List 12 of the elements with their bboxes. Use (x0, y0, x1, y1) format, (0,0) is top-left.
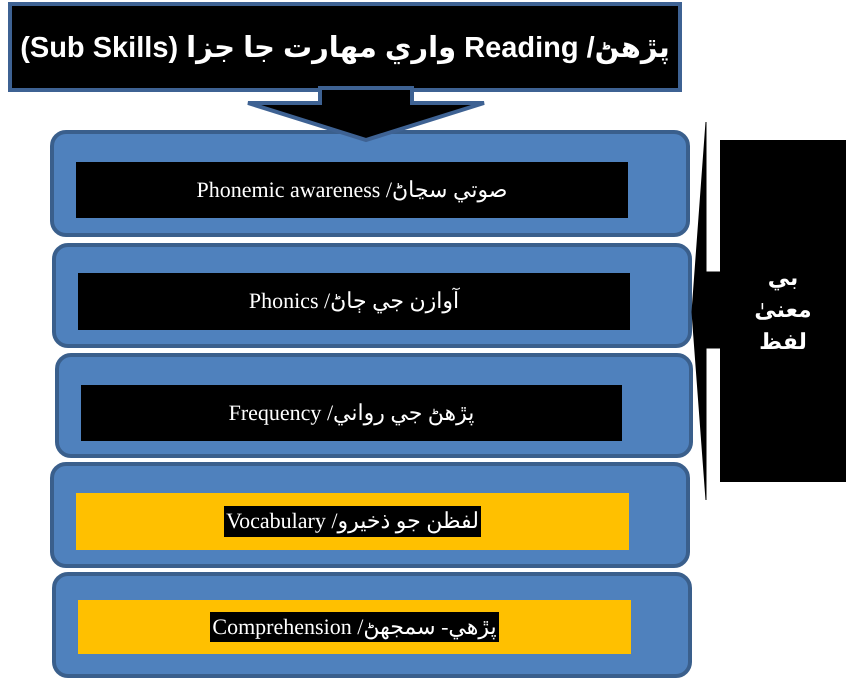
rounded-box (52, 572, 692, 678)
rounded-box (55, 353, 693, 458)
skill-label: پڙهي- سمجهڻ/ Comprehension (210, 612, 499, 642)
skill-label: لفظن جو ذخيرو/ Vocabulary (224, 506, 481, 537)
down-arrow (246, 86, 486, 142)
left-arrow (692, 122, 720, 500)
heading-box: پڙهڻ/ Reading واري مهارت جا جزا (Sub Skills) (8, 2, 682, 92)
rounded-box (50, 130, 690, 237)
callout-text: بي معنیٰ لفظ (753, 265, 813, 357)
rounded-box (52, 243, 692, 348)
callout-box (720, 140, 846, 482)
rounded-box (50, 462, 690, 568)
